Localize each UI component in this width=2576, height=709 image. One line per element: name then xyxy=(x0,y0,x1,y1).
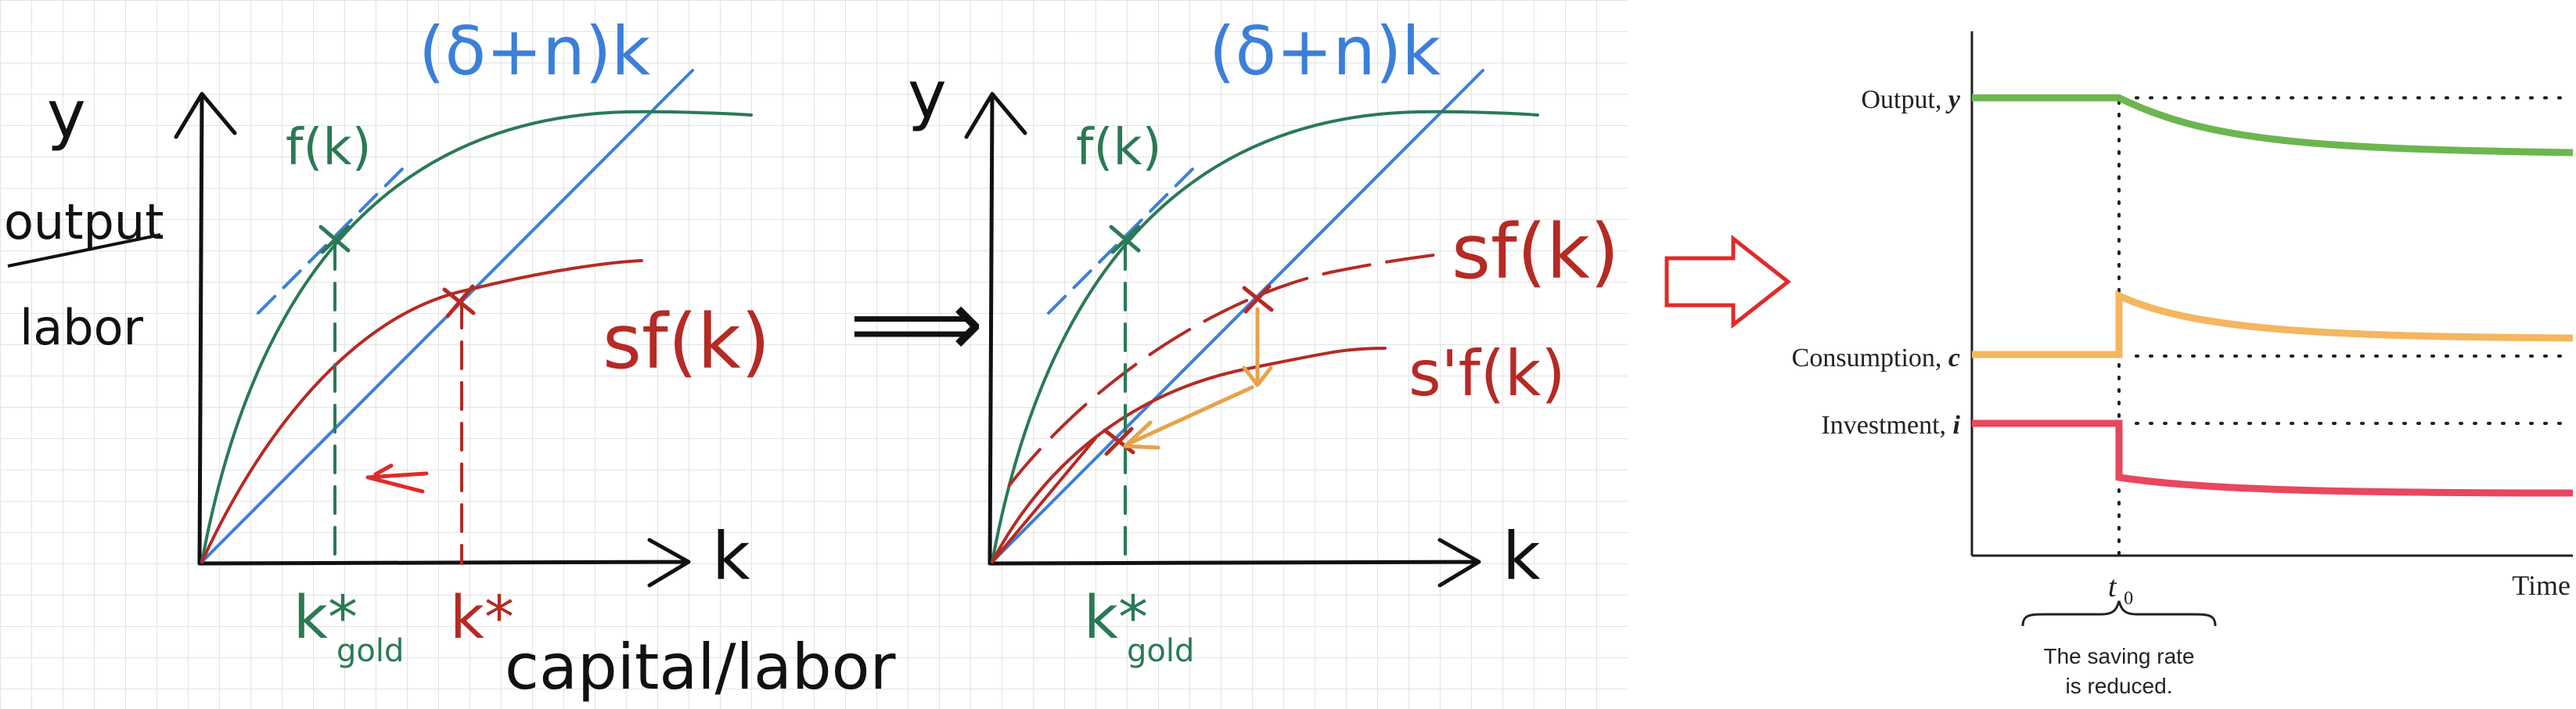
sketch2-blue-line xyxy=(991,69,1484,563)
investment-label-var: i xyxy=(1953,411,1961,440)
sketch1-kstar-label: k* xyxy=(450,582,514,652)
sketch2-new-saving-curve xyxy=(991,347,1387,563)
sketch2-saving-label: sf(k) xyxy=(1452,208,1619,296)
sketch2-old-steady-marker xyxy=(1242,284,1274,314)
sketch1-y-axis-label: y xyxy=(47,76,86,153)
investment-path xyxy=(1972,419,2574,497)
note-brace xyxy=(2021,600,2217,627)
sketch2-x-axis xyxy=(988,538,1481,588)
sketch1-kgold-sub: gold xyxy=(336,633,404,669)
output-label-var: y xyxy=(1945,85,1961,114)
grid-background xyxy=(0,0,1628,709)
transition-arrow-icon xyxy=(1664,234,1792,329)
sketch2-new-steady-marker xyxy=(1103,426,1135,456)
sketch2-kgold-sub: gold xyxy=(1127,633,1194,669)
sketch2-extra-red-stroke xyxy=(991,437,1097,563)
sketch-2-labels: y (δ+n)k f(k) sf(k) s'f(k) k k* gold xyxy=(908,13,1619,669)
sketch2-production-curve xyxy=(991,110,1539,563)
sketch2-orange-down-arrow xyxy=(1242,307,1273,387)
sketch1-x-axis-label: k xyxy=(712,518,750,595)
investment-label: Investment, i xyxy=(1821,411,1960,440)
sketch1-tangent-line xyxy=(257,163,408,315)
consumption-label-text: Consumption, xyxy=(1792,344,1942,372)
sketch2-blue-line-label: (δ+n)k xyxy=(1209,13,1441,91)
time-axis-label: Time xyxy=(2512,570,2571,601)
sketch1-y-desc-top: output xyxy=(4,193,164,250)
sketch2-y-axis xyxy=(964,92,1027,566)
sketch1-gold-marker xyxy=(318,225,351,254)
sketch1-saving-label: sf(k) xyxy=(603,298,770,386)
note-line-1: The saving rate xyxy=(2044,644,2195,668)
sketch2-x-axis-label: k xyxy=(1502,518,1541,595)
sketch1-y-desc-bottom: labor xyxy=(20,299,144,356)
investment-label-text: Investment, xyxy=(1821,411,1946,440)
t0-label-main: t xyxy=(2108,570,2117,603)
sketch2-y-axis-label: y xyxy=(908,56,947,133)
textbook-figure: Output, y Consumption, c Investment, i t… xyxy=(1792,31,2574,698)
sketch1-saving-curve xyxy=(200,259,643,563)
sketch1-production-curve xyxy=(200,110,753,563)
sketch1-blue-line-label: (δ+n)k xyxy=(419,13,650,91)
note-line-2: is reduced. xyxy=(2066,674,2173,698)
sketch-1 xyxy=(174,69,753,588)
sketch2-new-saving-label: s'f(k) xyxy=(1409,337,1566,410)
t0-label-sub: 0 xyxy=(2124,588,2133,609)
sketch1-x-axis xyxy=(197,538,691,588)
sketch1-y-axis xyxy=(174,92,237,566)
sketch-2 xyxy=(964,69,1539,588)
t0-label: t 0 xyxy=(2108,570,2133,609)
sketch1-steady-marker xyxy=(442,284,476,319)
sketch2-orange-diag-arrow xyxy=(1123,385,1254,450)
output-label: Output, y xyxy=(1861,85,1960,114)
implies-symbol: ⟹ xyxy=(849,270,984,379)
output-path xyxy=(1972,94,2574,157)
consumption-label-var: c xyxy=(1948,344,1960,372)
sketch2-kgold-label: k* xyxy=(1084,582,1148,652)
consumption-path xyxy=(1972,290,2574,358)
output-label-text: Output, xyxy=(1861,85,1941,114)
sketch1-left-arrow xyxy=(365,463,429,494)
sketch1-x-desc: capital/labor xyxy=(505,631,896,704)
sketch1-kgold-label: k* xyxy=(293,582,358,652)
sketch1-production-label: f(k) xyxy=(286,119,372,177)
sketch-1-labels: y output labor (δ+n)k f(k) sf(k) k k* go… xyxy=(4,13,896,704)
sketch2-tangent-line xyxy=(1047,163,1199,315)
sketch2-gold-marker xyxy=(1109,225,1141,254)
sketch1-fraction-bar xyxy=(7,233,161,268)
sketch2-production-label: f(k) xyxy=(1076,119,1162,177)
consumption-label: Consumption, c xyxy=(1792,344,1960,372)
